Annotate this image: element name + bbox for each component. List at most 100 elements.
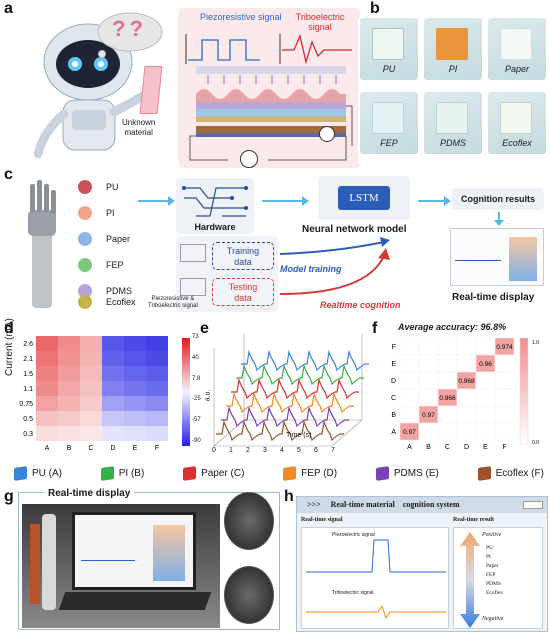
waveform-x-tick: 1 — [229, 447, 233, 454]
confusion-value: 0.96 — [479, 361, 492, 368]
cube-icon — [477, 465, 491, 481]
nn-model-label: Neural network model — [302, 224, 407, 235]
heatmap-cell — [80, 426, 102, 441]
cognition-system-window: >>> Real-time material cognition system … — [296, 496, 548, 632]
colorbar-tick: -90 — [192, 438, 201, 444]
confusion-x-tick: D — [464, 444, 469, 451]
heatmap-x-tick: E — [133, 445, 138, 452]
panel-c-letter: c — [4, 166, 13, 183]
result-list-item: PU — [486, 545, 494, 551]
fep-swatch — [372, 102, 404, 134]
legend-item-label: FEP (D) — [301, 467, 338, 479]
heatmap-d-colorbar — [182, 338, 190, 446]
legend-pu: PU — [78, 180, 119, 194]
heatmap-cell — [80, 366, 102, 381]
material-label: PU — [382, 64, 396, 74]
confusion-y-tick: F — [392, 344, 396, 351]
panel-b-letter: b — [370, 0, 380, 17]
thought-bubble — [97, 12, 163, 58]
heatmap-cell — [58, 336, 80, 351]
confusion-cell — [456, 388, 477, 407]
confusion-cell — [399, 405, 420, 424]
confusion-value: 0.966 — [439, 395, 456, 402]
heatmap-cell — [58, 366, 80, 381]
ecoflex-swatch — [500, 102, 532, 134]
confusion-cell — [494, 371, 515, 390]
laptop-keyboard — [58, 592, 212, 610]
circuit-icon — [182, 186, 248, 217]
confusion-cell — [437, 405, 458, 424]
cube-icon — [100, 465, 114, 481]
cube-icon — [14, 465, 27, 481]
heatmap-cell — [36, 366, 58, 381]
waveform-x-tick: 0 — [212, 447, 216, 454]
voltmeter-icon — [319, 126, 335, 142]
legend-pi: PI — [78, 206, 115, 220]
confusion-cell — [475, 371, 496, 390]
heatmap-cell — [102, 366, 124, 381]
pu-swatch — [372, 28, 404, 60]
heatmap-cell — [80, 411, 102, 426]
confusion-cell — [399, 388, 420, 407]
unknown-material-label: Unknown material — [122, 118, 156, 137]
legend-item: PDMS (E) — [375, 465, 439, 481]
negative-label: Negative — [482, 616, 504, 622]
hardware-label: Hardware — [194, 222, 236, 232]
confusion-value: 0.974 — [496, 344, 513, 351]
signal-waveforms — [185, 33, 352, 65]
waveform-series — [226, 391, 354, 414]
confusion-cell — [494, 388, 515, 407]
heatmap-x-tick: B — [67, 445, 72, 452]
heatmap-cell — [102, 396, 124, 411]
legend-item-label: Paper (C) — [201, 467, 245, 479]
material-tile-pu: PU — [360, 18, 418, 80]
heatmap-cell — [58, 396, 80, 411]
heatmap-y-tick: 0.5 — [23, 416, 33, 423]
robotic-hand — [28, 180, 56, 308]
panel-g-title: Real-time display — [44, 488, 135, 499]
confusion-title: Average accuracy: 96.8% — [398, 322, 507, 332]
waveform-series — [231, 377, 359, 400]
window-control-button[interactable] — [523, 501, 543, 509]
window-title: >>> Real-time material cognition system — [297, 497, 547, 513]
positive-label: Positive — [482, 532, 502, 538]
panel-d-letter: d — [4, 320, 14, 337]
confusion-x-tick: E — [483, 444, 488, 451]
heatmap-x-tick: A — [45, 445, 50, 452]
legend-pdms: PDMS — [78, 284, 132, 298]
heatmap-cell — [102, 336, 124, 351]
flow-arrows — [279, 237, 390, 295]
panel-c: PU PI Paper FEP PDMS Ecoflex Hardware Tr… — [0, 166, 550, 314]
closeup-photo-2 — [224, 566, 274, 624]
heatmap-cell — [58, 381, 80, 396]
heatmap-x-tick: D — [110, 445, 115, 452]
heatmap-cell — [36, 426, 58, 441]
confusion-y-tick: A — [391, 429, 396, 436]
heatmap-cell — [36, 351, 58, 366]
result-header: Real-time result — [453, 517, 495, 523]
colorbar-bottom-tick: 0.0 — [532, 440, 539, 446]
waveform-x-tick: 7 — [331, 447, 335, 454]
arrow-to-lstm — [262, 196, 309, 206]
result-list-item: FEP — [486, 572, 496, 578]
confusion-cell — [399, 337, 420, 356]
colorbar-tick: -25 — [192, 396, 201, 403]
colorbar-tick: 73 — [192, 334, 199, 340]
panel-e-letter: e — [200, 320, 209, 337]
question-marks: ?? — [112, 16, 147, 41]
legend-item-label: PI (B) — [118, 467, 145, 479]
confusion-cell — [437, 371, 458, 390]
signal-plot: Piezoelectric signal Triboelectric signa… — [301, 527, 449, 629]
confusion-cell — [456, 405, 477, 424]
confusion-cell — [475, 405, 496, 424]
confusion-x-tick: F — [502, 444, 506, 451]
heatmap-y-tick: 2.6 — [23, 341, 33, 348]
heatmap-cell — [102, 351, 124, 366]
paper-swatch — [500, 28, 532, 60]
waveform-series — [236, 363, 364, 386]
display-thumbnail — [450, 228, 544, 286]
heatmap-cell — [124, 426, 146, 441]
training-data-box: Training data — [212, 242, 274, 270]
